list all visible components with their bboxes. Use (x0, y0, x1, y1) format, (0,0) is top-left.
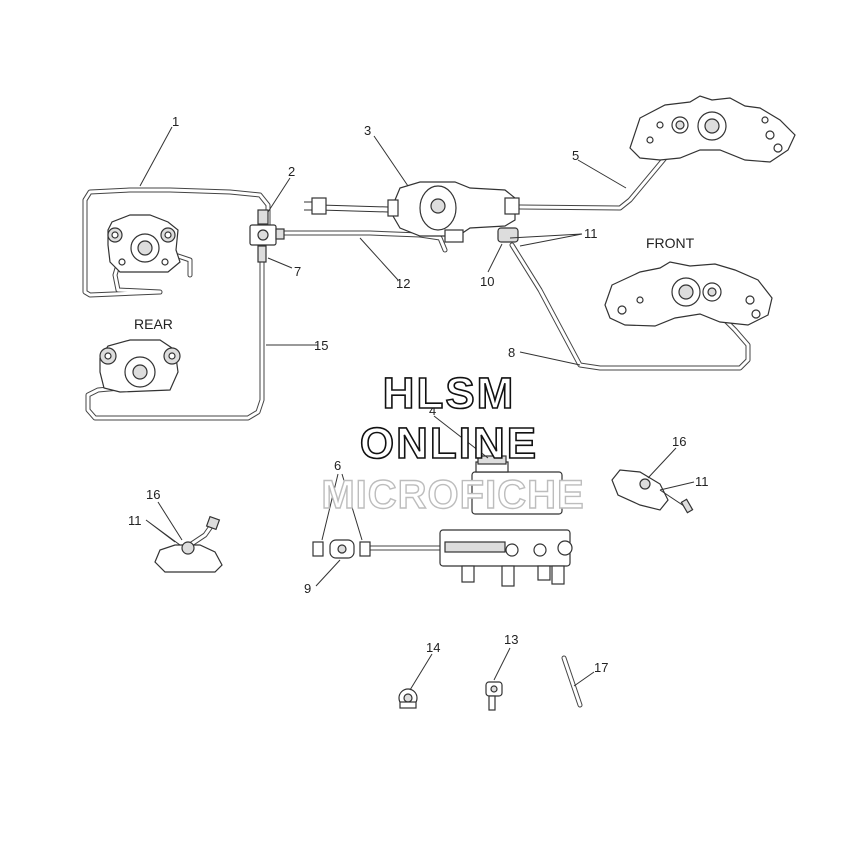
rear-caliper-upper (107, 214, 181, 273)
callout-6: 6 (334, 458, 341, 473)
callout-14: 14 (426, 640, 440, 655)
callout-7: 7 (294, 264, 301, 279)
callout-16-right: 16 (672, 434, 686, 449)
clevis-assembly (312, 539, 371, 559)
callout-11-front: 11 (584, 226, 598, 241)
watermark-line-3: MICROFICHE (321, 473, 584, 517)
callout-11-right: 11 (695, 474, 709, 489)
callout-15: 15 (314, 338, 328, 353)
front-caliper-upper (629, 95, 796, 163)
callout-17: 17 (594, 660, 608, 675)
callout-4: 4 (429, 403, 436, 418)
callout-9: 9 (304, 581, 311, 596)
callout-1: 1 (172, 114, 179, 129)
callout-8: 8 (508, 345, 515, 360)
brake-valve-assembly (304, 181, 520, 243)
front-region-label: FRONT (646, 235, 695, 251)
callout-13: 13 (504, 632, 518, 647)
master-cylinder (439, 455, 573, 587)
front-caliper-lower (604, 261, 773, 327)
rear-caliper-lower (99, 339, 181, 393)
callout-5: 5 (572, 148, 579, 163)
bleeder-caliper-right (611, 469, 694, 514)
callout-12: 12 (396, 276, 410, 291)
watermark-line-2: ONLINE (360, 419, 538, 468)
small-parts (398, 655, 583, 711)
watermark-line-1: HLSM (383, 369, 516, 418)
callout-numbers: 1 2 3 4 5 6 7 8 9 10 11 11 11 12 13 14 1… (128, 114, 709, 675)
brake-tee-block (249, 209, 285, 263)
bleeder-caliper-left (154, 515, 223, 573)
leader-lines (139, 126, 695, 691)
watermark: HLSM ONLINE MICROFICHE (321, 368, 585, 518)
callout-11-left: 11 (128, 513, 142, 528)
rear-region-label: REAR (134, 316, 173, 332)
callout-10: 10 (480, 274, 494, 289)
callout-3: 3 (364, 123, 371, 138)
callout-2: 2 (288, 164, 295, 179)
callout-16-left: 16 (146, 487, 160, 502)
